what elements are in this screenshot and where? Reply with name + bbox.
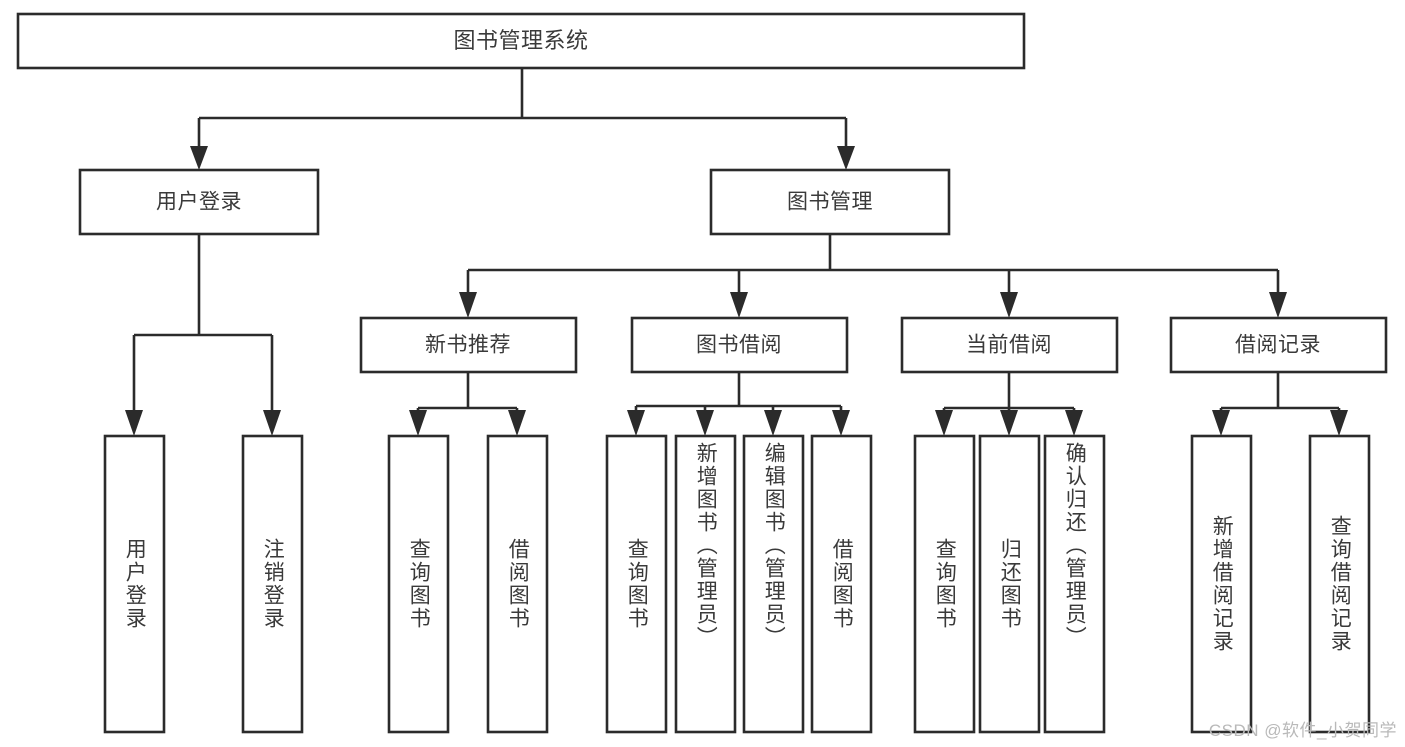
node-leaf-edit-book[interactable] — [742, 434, 805, 734]
node-book-borrow-label: 图书借阅 — [696, 334, 782, 357]
node-user-login-label: 用户登录 — [156, 191, 242, 214]
node-leaf-return-book[interactable] — [978, 434, 1041, 734]
node-borrow-record-label: 借阅记录 — [1235, 334, 1321, 357]
node-leaf-query-book-1[interactable] — [387, 434, 450, 734]
node-root[interactable]: 图书管理系统 — [16, 12, 1026, 70]
node-leaf-query-book-2[interactable] — [605, 434, 668, 734]
node-book-manage[interactable]: 图书管理 — [709, 168, 951, 236]
edge-bookborrow-to-leaves — [627, 372, 850, 436]
edge-currentborrow-to-leaves — [935, 372, 1083, 436]
node-leaf-logout[interactable] — [241, 434, 304, 734]
node-user-login[interactable]: 用户登录 — [78, 168, 320, 236]
node-leaf-confirm-return[interactable] — [1043, 434, 1106, 734]
node-current-borrow-label: 当前借阅 — [966, 334, 1052, 357]
node-leaf-add-record[interactable] — [1190, 434, 1253, 734]
node-root-label: 图书管理系统 — [453, 28, 588, 53]
node-leaf-query-book-3[interactable] — [913, 434, 976, 734]
node-new-book-recommend[interactable]: 新书推荐 — [359, 316, 578, 374]
node-book-borrow[interactable]: 图书借阅 — [630, 316, 849, 374]
node-leaf-query-record[interactable] — [1308, 434, 1371, 734]
node-leaf-user-login[interactable] — [103, 434, 166, 734]
edge-userlogin-to-leaves — [125, 234, 281, 436]
edge-bookmanage-to-level3 — [459, 234, 1287, 318]
edge-newbook-to-leaves — [409, 372, 526, 436]
node-borrow-record[interactable]: 借阅记录 — [1169, 316, 1388, 374]
node-leaf-add-book[interactable] — [674, 434, 737, 734]
edge-borrowrecord-to-leaves — [1212, 372, 1348, 436]
node-leaf-borrow-book-2[interactable] — [810, 434, 873, 734]
edge-root-to-level2 — [190, 68, 855, 170]
node-new-book-recommend-label: 新书推荐 — [425, 334, 511, 357]
node-leaf-borrow-book-1[interactable] — [486, 434, 549, 734]
node-book-manage-label: 图书管理 — [787, 191, 873, 214]
node-current-borrow[interactable]: 当前借阅 — [900, 316, 1119, 374]
